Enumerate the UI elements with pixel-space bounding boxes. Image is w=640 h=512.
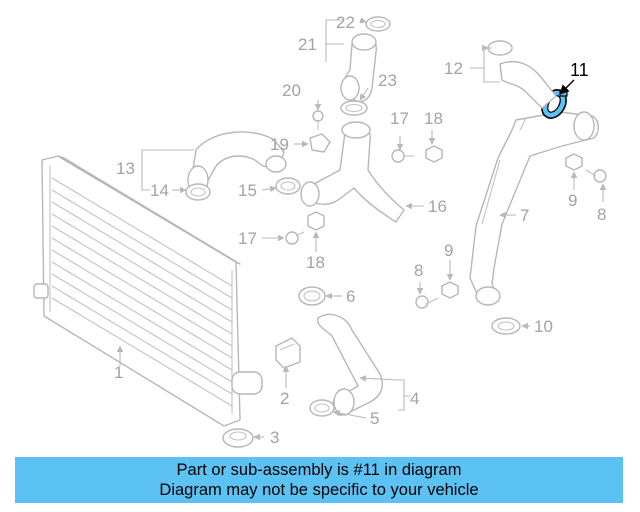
- part-8-bolt-left[interactable]: [415, 295, 439, 309]
- part-23-clamp[interactable]: [340, 100, 368, 116]
- callout-9-right: 9: [568, 191, 577, 210]
- part-1-intercooler[interactable]: [33, 155, 263, 427]
- part-17-bolt-top[interactable]: [391, 149, 414, 163]
- part-22-clamp[interactable]: [365, 16, 391, 32]
- part-15-clamp[interactable]: [275, 177, 301, 195]
- callout-15: 15: [238, 181, 257, 200]
- part-19-fitting[interactable]: [309, 133, 331, 153]
- callout-18-bottom: 18: [306, 253, 325, 272]
- callout-8-right: 8: [597, 205, 606, 224]
- part-17-bolt-bottom[interactable]: [285, 231, 305, 245]
- callout-13: 13: [116, 159, 135, 178]
- part-8-bolt-right[interactable]: [585, 169, 607, 183]
- callout-21: 21: [298, 35, 317, 54]
- callout-23: 23: [378, 71, 397, 90]
- callout-22: 22: [336, 13, 355, 32]
- part-16-pipe[interactable]: [300, 121, 405, 223]
- callout-6: 6: [346, 287, 355, 306]
- callout-17-top: 17: [390, 109, 409, 128]
- part-14-clamp[interactable]: [185, 183, 211, 201]
- callout-7: 7: [520, 206, 529, 225]
- part-9-nut-right[interactable]: [565, 153, 583, 171]
- part-18-nut-top[interactable]: [425, 145, 443, 163]
- part-9-nut-left[interactable]: [441, 281, 459, 299]
- part-21-upper-hose[interactable]: [340, 33, 377, 103]
- callout-16: 16: [428, 197, 447, 216]
- callout-20: 20: [282, 81, 301, 100]
- callout-3: 3: [270, 428, 279, 447]
- callout-10: 10: [534, 317, 553, 336]
- callout-17-bottom: 17: [238, 229, 257, 248]
- part-18-nut-bottom[interactable]: [307, 211, 325, 231]
- callout-12: 12: [444, 59, 463, 78]
- banner-line-1: Part or sub-assembly is #11 in diagram: [176, 461, 462, 479]
- part-12-hose[interactable]: [487, 40, 557, 109]
- callout-4: 4: [410, 389, 419, 408]
- callout-11: 11: [570, 60, 589, 80]
- callout-8-left: 8: [414, 261, 423, 280]
- callout-14: 14: [150, 181, 169, 200]
- callout-labels: 1 2 3 4 5 6 7 8 8 9 9 10 11 12 13 14 15 …: [114, 13, 606, 447]
- part-20-bolt[interactable]: [312, 110, 324, 130]
- part-10-clamp[interactable]: [491, 317, 521, 335]
- part-5-clamp[interactable]: [309, 399, 335, 417]
- info-banner: Part or sub-assembly is #11 in diagram D…: [15, 457, 623, 503]
- callout-18-top: 18: [424, 109, 443, 128]
- callout-1: 1: [114, 363, 123, 382]
- callout-19: 19: [270, 135, 289, 154]
- part-3-plug[interactable]: [222, 428, 254, 448]
- part-7-charge-pipe[interactable]: [469, 111, 599, 306]
- callout-5: 5: [370, 409, 379, 428]
- callout-9-left: 9: [444, 241, 453, 260]
- part-2-bracket[interactable]: [275, 337, 301, 369]
- leader-lines: [116, 16, 607, 441]
- part-4-lower-hose[interactable]: [317, 313, 384, 416]
- banner-line-2: Diagram may not be specific to your vehi…: [159, 481, 479, 499]
- callout-2: 2: [280, 389, 289, 408]
- part-6-clamp[interactable]: [298, 286, 326, 306]
